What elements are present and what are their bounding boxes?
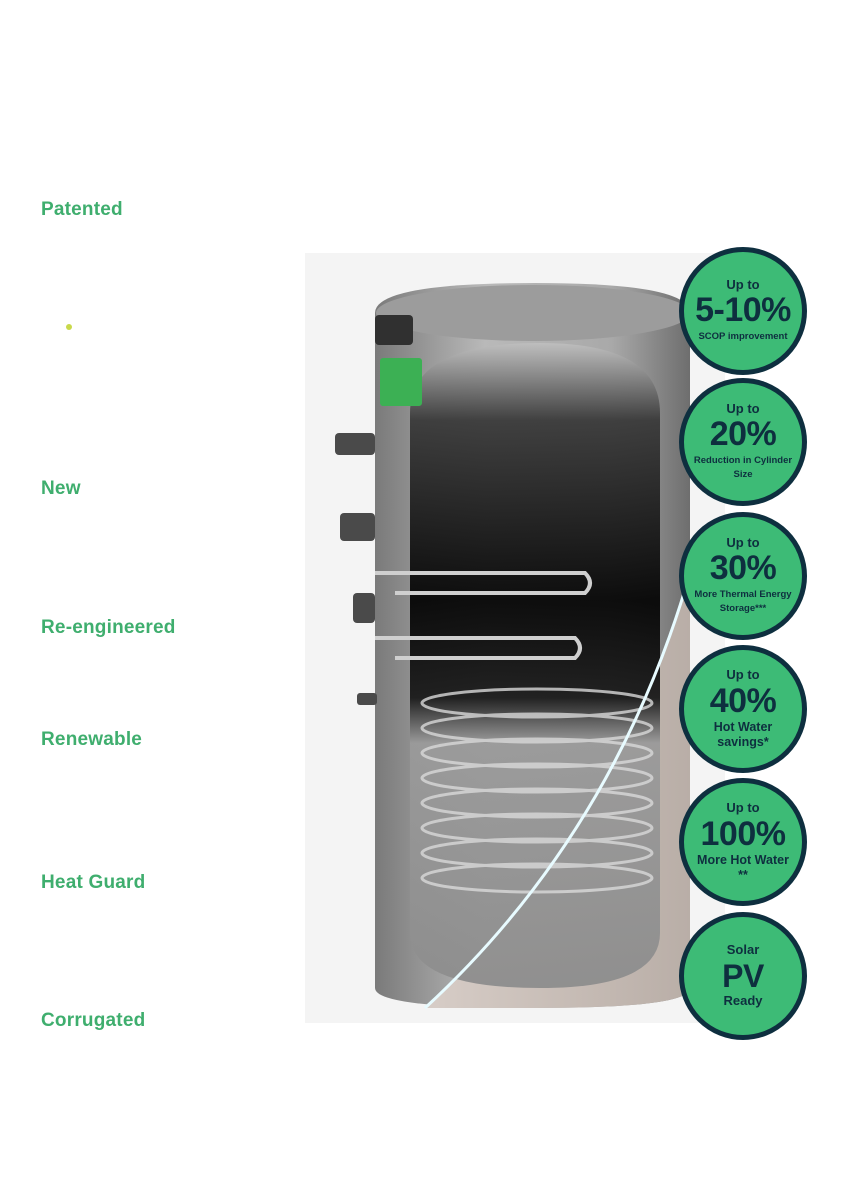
badge-top-text: Solar [726,941,760,957]
stat-badge-scop: Up to 5-10% SCOP improvement [679,247,807,375]
badge-caption: More Thermal Energy Storage*** [694,589,792,615]
cylinder-illustration [305,253,725,1023]
badge-caption: SCOP improvement [698,331,788,343]
feature-label-heat-guard: Heat Guard [41,872,146,893]
badge-caption: More Hot Water ** [697,852,789,882]
feature-label-new: New [41,478,81,499]
badge-top-text: Up to [726,800,760,816]
badge-caption: Reduction in Cylinder Size [693,455,793,481]
stat-badge-cylinder-size: Up to 20% Reduction in Cylinder Size [679,378,807,506]
hot-water-cylinder-icon [305,253,725,1023]
stat-badge-thermal-storage: Up to 30% More Thermal Energy Storage*** [679,512,807,640]
badge-top-text: Up to [726,401,760,417]
stat-badge-hot-water-savings: Up to 40% Hot Water savings* [679,645,807,773]
badge-value: 100% [700,814,786,853]
badge-top-text: Up to [726,667,760,683]
badge-value: 20% [709,415,777,454]
badge-top-text: Up to [726,535,760,551]
badge-value: 40% [709,681,777,720]
bullet-dot [66,324,72,330]
badge-value: 5-10% [695,291,791,330]
feature-label-patented: Patented [41,199,123,220]
badge-value: 30% [709,549,777,588]
badge-top-text: Up to [726,276,760,292]
feature-label-re-engineered: Re-engineered [41,617,176,638]
stat-badge-solar-pv: Solar PV Ready [679,912,807,1040]
badge-caption: Hot Water savings* [713,719,773,749]
badge-caption: Ready [723,993,763,1008]
badge-value: PV [722,958,764,994]
feature-label-corrugated: Corrugated [41,1010,146,1031]
feature-label-renewable: Renewable [41,729,143,750]
stat-badge-more-hot-water: Up to 100% More Hot Water ** [679,778,807,906]
